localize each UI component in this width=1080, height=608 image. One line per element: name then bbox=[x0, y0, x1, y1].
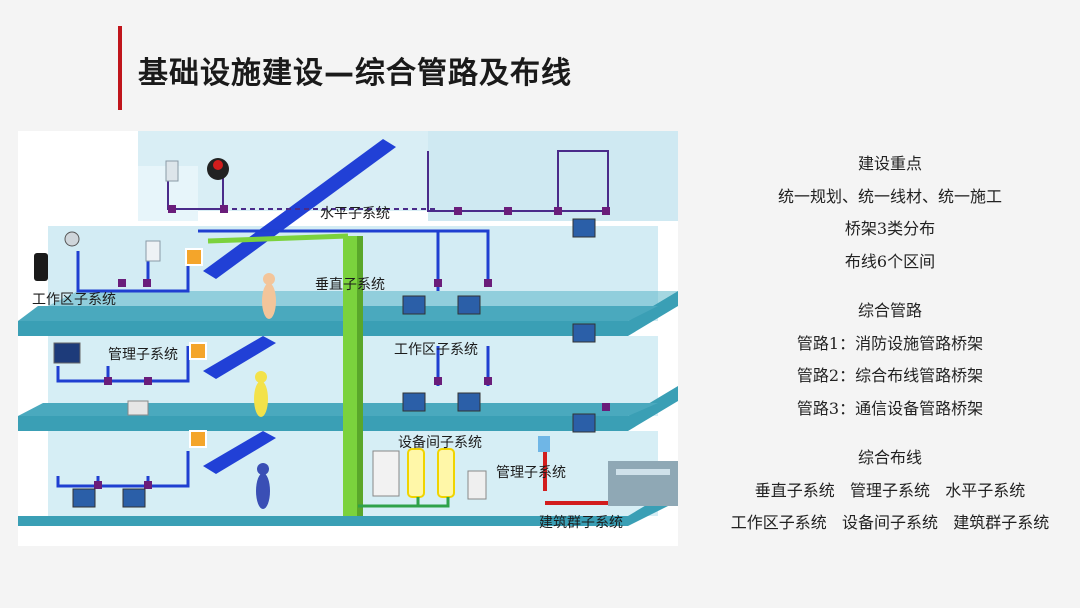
floor-slab-upper-2 bbox=[18, 403, 658, 416]
section-heading-key-points: 建设重点 bbox=[857, 154, 922, 173]
label-equipment-room: 设备间子系统 bbox=[398, 434, 482, 451]
building-group-line bbox=[543, 452, 618, 505]
pipeline-line: 管路3：通信设备管路桥架 bbox=[796, 398, 984, 418]
riser-branch bbox=[207, 233, 349, 244]
building-cross-section: 水平子系统 工作区子系统 垂直子系统 管理子系统 工作区子系统 设备间子系统 管… bbox=[18, 131, 678, 531]
label-management-mid: 管理子系统 bbox=[108, 347, 178, 363]
cabinet-icon bbox=[437, 448, 455, 498]
key-point-line: 桥架3类分布 bbox=[844, 219, 936, 238]
remote-building-windows bbox=[616, 469, 670, 475]
person-icons bbox=[254, 273, 276, 509]
outlet-points bbox=[94, 205, 610, 489]
vertical-riser-shadow bbox=[357, 236, 363, 516]
title-accent-bar bbox=[118, 26, 122, 110]
label-horizontal: 水平子系统 bbox=[320, 206, 390, 222]
management-box-3 bbox=[189, 430, 207, 448]
remote-building-icon bbox=[608, 461, 678, 506]
label-work-area-mid: 工作区子系统 bbox=[394, 342, 478, 358]
management-box-1 bbox=[185, 248, 203, 266]
slide-title: 基础设施建设—综合管路及布线 bbox=[138, 56, 572, 91]
wall-panel bbox=[428, 131, 678, 221]
camera-icon bbox=[64, 231, 80, 247]
section-heading-pipelines: 综合管路 bbox=[857, 301, 922, 320]
floor-slab-2 bbox=[18, 386, 678, 431]
floor-slab-upper-1 bbox=[18, 306, 658, 321]
summary-panel: 建设重点 统一规划、统一线材、统一施工 桥架3类分布 布线6个区间 综合管路 管… bbox=[700, 148, 1080, 540]
detector-icon bbox=[165, 160, 179, 182]
phone-icon bbox=[127, 400, 149, 416]
alarm-light-icon bbox=[213, 160, 223, 170]
equipment-cable bbox=[358, 497, 450, 508]
key-point-line: 布线6个区间 bbox=[844, 251, 936, 271]
label-vertical: 垂直子系统 bbox=[315, 276, 385, 293]
server-rack-icon bbox=[372, 450, 400, 497]
cabling-diagram: 水平子系统 工作区子系统 垂直子系统 管理子系统 工作区子系统 设备间子系统 管… bbox=[18, 131, 678, 546]
tv-icon bbox=[53, 342, 81, 364]
management-box-2 bbox=[189, 342, 207, 360]
cabinet-icon bbox=[407, 448, 425, 498]
floor-slab-3 bbox=[18, 486, 678, 526]
floor-slab-1 bbox=[18, 291, 678, 336]
pipeline-line: 管路2：综合布线管路桥架 bbox=[796, 366, 984, 385]
cabling-line: 工作区子系统 设备间子系统 建筑群子系统 bbox=[730, 513, 1050, 532]
computer-icons bbox=[72, 218, 596, 508]
cable-run-1 bbox=[76, 229, 490, 293]
distribution-box-icon bbox=[467, 470, 487, 500]
key-point-line: 统一规划、统一线材、统一施工 bbox=[777, 186, 1002, 206]
label-management-bottom: 管理子系统 bbox=[496, 465, 566, 481]
label-work-area-top: 工作区子系统 bbox=[32, 292, 116, 308]
cabling-line: 垂直子系统 管理子系统 水平子系统 bbox=[754, 480, 1026, 500]
access-reader-icon bbox=[145, 240, 161, 262]
pipeline-line: 管路1：消防设施管路桥架 bbox=[796, 333, 984, 353]
cable-run-2 bbox=[56, 346, 490, 386]
section-heading-cabling: 综合布线 bbox=[857, 448, 922, 467]
vertical-riser bbox=[343, 236, 357, 516]
junction-box-icon bbox=[538, 436, 550, 452]
cable-tray-bottom bbox=[203, 431, 276, 474]
label-building-group: 建筑群子系统 bbox=[539, 515, 623, 531]
cable-tray-mid bbox=[203, 336, 276, 379]
speaker-icon bbox=[34, 253, 48, 281]
